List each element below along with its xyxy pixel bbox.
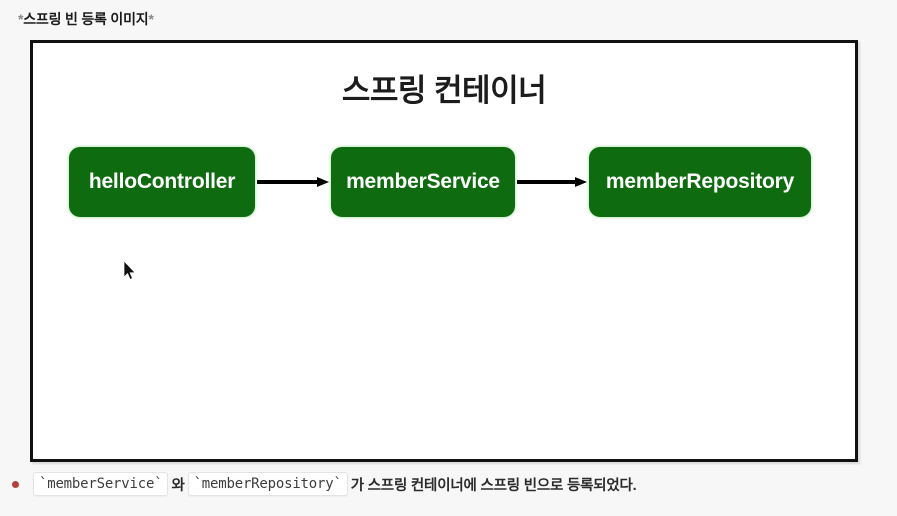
arrow-shaft xyxy=(257,180,318,184)
bean-node-label: memberService xyxy=(346,170,500,193)
arrow-head-icon xyxy=(317,177,329,187)
page-title: *스프링 빈 등록 이미지* xyxy=(18,9,154,29)
asterisk-left: * xyxy=(18,11,24,27)
mouse-pointer-icon xyxy=(123,260,137,281)
bean-node-label: helloController xyxy=(88,170,236,193)
code-span-member-service: `memberService` xyxy=(33,472,169,496)
caption-segment-2: 가 스프링 컨테이너에 스프링 빈으로 등록되었다. xyxy=(350,477,637,494)
bean-node-member-repository: memberRepository xyxy=(589,147,811,217)
caption-list-item: `memberService` 와 `memberRepository` 가 스… xyxy=(0,472,897,496)
bean-node-row: helloController memberService memberRepo… xyxy=(33,147,855,217)
caption-segment-1: 와 xyxy=(171,477,185,494)
bean-node-label: memberRepository xyxy=(605,170,795,193)
code-span-member-repository: `memberRepository` xyxy=(187,472,348,496)
arrow-shaft xyxy=(517,180,576,184)
arrow-member-service-to-member-repository xyxy=(517,177,587,187)
arrow-head-icon xyxy=(575,177,587,187)
asterisk-right: * xyxy=(148,11,154,27)
page-title-text: 스프링 빈 등록 이미지 xyxy=(23,11,149,27)
bean-node-hello-controller: helloController xyxy=(69,147,255,217)
bullet-dot-icon xyxy=(12,480,19,488)
diagram-image-frame: 스프링 컨테이너 helloController memberService m… xyxy=(30,40,858,462)
caption-text: `memberService` 와 `memberRepository` 가 스… xyxy=(32,472,638,496)
diagram-title: 스프링 컨테이너 xyxy=(341,73,547,108)
arrow-hello-controller-to-member-service xyxy=(257,177,329,187)
bean-node-member-service: memberService xyxy=(331,147,515,217)
